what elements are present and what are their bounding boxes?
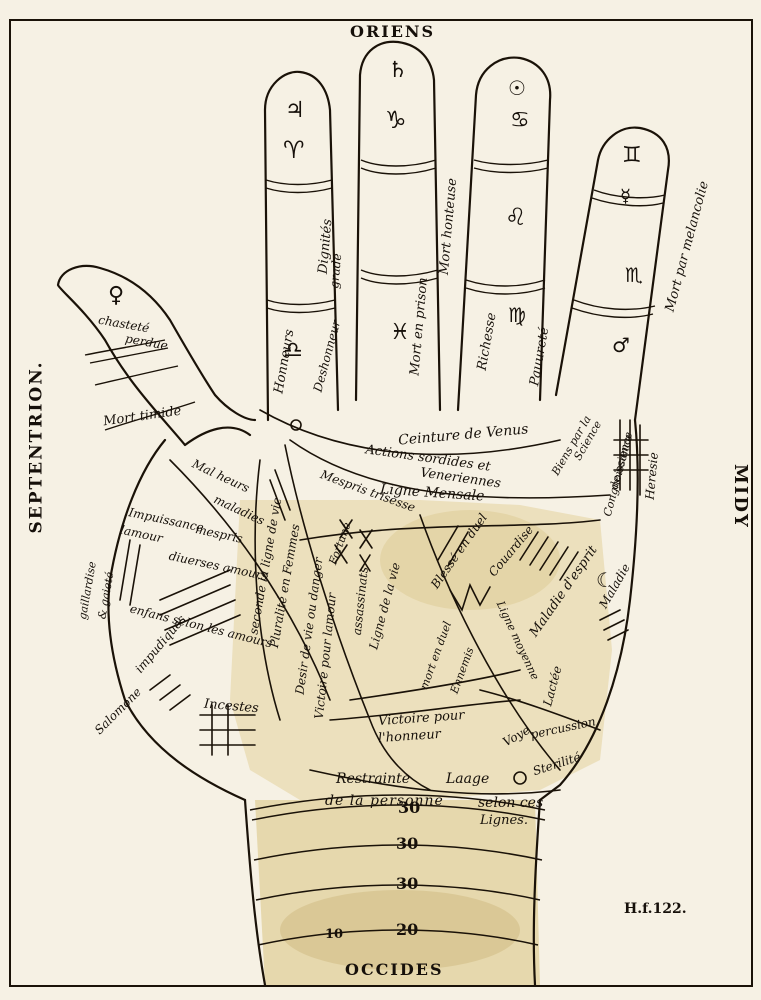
wash-blot — [380, 510, 560, 610]
saturn-icon: ♄ — [388, 58, 408, 83]
signature: H.f.122. — [624, 901, 687, 917]
label-lignes: Lignes. — [480, 813, 528, 828]
mercury-icon: ☿ — [620, 186, 632, 207]
pisces-icon: ♓ — [390, 320, 410, 345]
label-selon-ces: selon ces — [478, 795, 544, 811]
wrist-small-number: 10 — [325, 927, 344, 942]
wrist-number-4: 20 — [396, 920, 419, 939]
wrist-wash — [255, 800, 540, 985]
venus-icon: ♀ — [108, 283, 125, 308]
wrist-number-1: 30 — [398, 798, 421, 817]
palm-marks — [119, 419, 649, 785]
leo-icon: ♌ — [505, 203, 527, 231]
label-de-la-personne: de la personne — [325, 793, 444, 809]
jupiter-icon: ♃ — [285, 98, 305, 123]
aries-icon: ♈ — [283, 136, 305, 164]
capricorn-icon: ♑ — [385, 106, 407, 134]
label-grade: grade — [327, 252, 345, 290]
scorpio-icon: ♏ — [625, 263, 643, 287]
palm-lines — [169, 409, 611, 795]
mars-icon: ♂ — [612, 333, 630, 357]
direction-bottom: OCCIDES — [345, 960, 444, 979]
direction-right: MIDY — [730, 464, 751, 529]
label-laage: Laage — [446, 771, 490, 787]
wrist-number-3: 30 — [396, 874, 419, 893]
wrist-bracelets — [249, 794, 546, 946]
finger-creases — [84, 159, 666, 431]
label-restrainte: Restrainte — [336, 771, 411, 787]
direction-left: SEPTENTRION. — [26, 360, 47, 534]
moon-icon: ☾ — [596, 568, 614, 592]
gemini-icon: ♊ — [622, 143, 642, 168]
palm-wash — [230, 500, 612, 800]
libra-icon: ♎ — [283, 338, 303, 363]
virgo-icon: ♍ — [508, 303, 526, 327]
direction-top: ORIENS — [350, 22, 436, 41]
page-border — [9, 19, 753, 987]
wrist-number-2: 30 — [396, 834, 419, 853]
cancer-icon: ♋ — [510, 108, 530, 133]
sun-icon: ☉ — [508, 76, 526, 100]
